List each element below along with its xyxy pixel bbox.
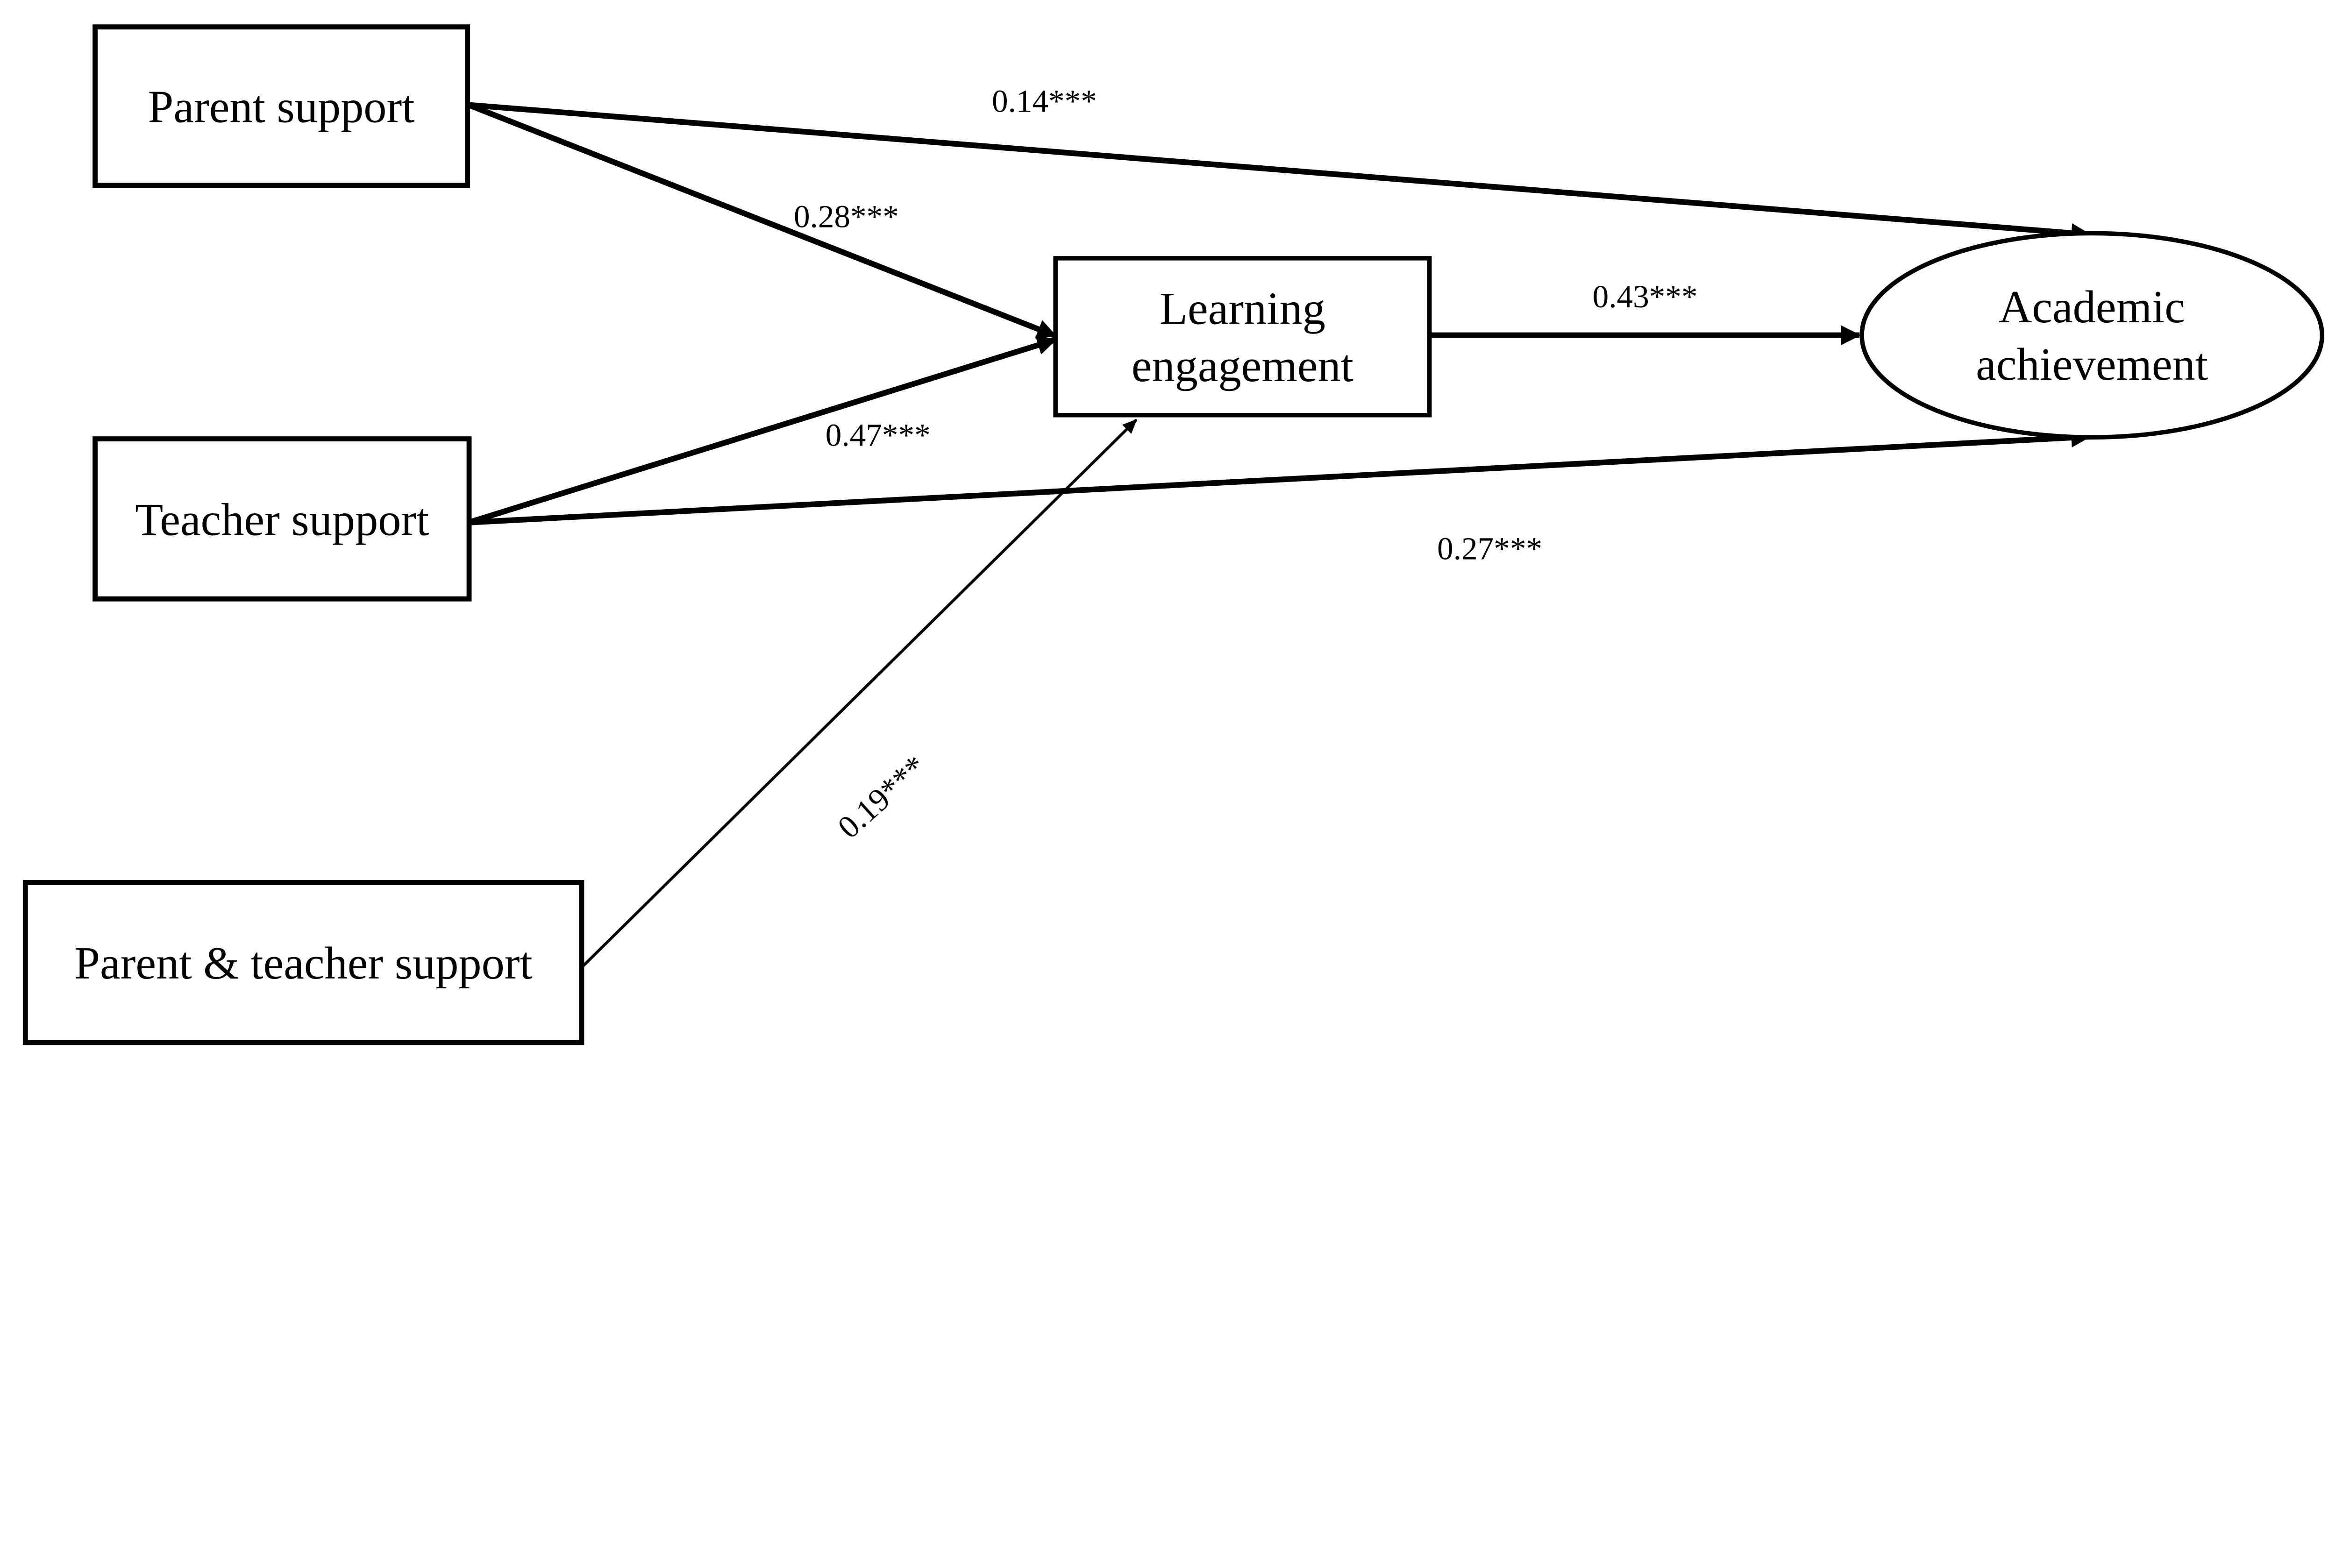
edge-teacher-to-academic [468,427,2091,525]
node-box-learning-engagement [1053,256,1432,418]
edge-parent-teacher-to-engagement [581,419,1138,968]
sem-path-diagram: 0.14*** 0.28*** 0.47*** 0.27*** 0.43*** 0.19*… [22,24,2324,1045]
node-box-teacher-support [93,436,472,602]
edge-coefficient-parent-to-engagement: 0.28*** [794,198,899,234]
node-box-parent-teacher-support [22,880,584,1045]
node-parent-teacher-support: Parent & teacher support [22,880,584,1045]
edge-teacher-to-engagement [467,335,1057,525]
figure-container: 0.14*** 0.28*** 0.47*** 0.27*** 0.43*** 0.19*… [22,24,2324,1045]
edge-parent-to-academic [468,102,2091,243]
edge-coefficient-parent-to-academic: 0.14*** [992,83,1097,119]
edge-coefficient-teacher-to-academic: 0.27*** [1437,530,1542,566]
node-label-parent-teacher-support: Parent & teacher support [74,938,533,989]
node-box-parent-support [93,24,470,188]
edge-coefficient-parent-teacher-to-engagement: 0.19*** [831,748,933,845]
node-teacher-support: Teacher support [93,436,472,602]
edges-layer: 0.14*** 0.28*** 0.47*** 0.27*** 0.43*** 0.19*… [467,83,2091,968]
node-ellipse-academic-achievement [1859,231,2324,440]
node-parent-support: Parent support [93,24,470,188]
node-label-teacher-support: Teacher support [135,494,429,545]
edge-parent-to-engagement [467,102,1057,339]
edge-coefficient-teacher-to-engagement: 0.47*** [826,417,931,453]
edge-coefficient-engagement-to-academic: 0.43*** [1593,278,1698,314]
node-label-parent-support: Parent support [148,82,415,133]
